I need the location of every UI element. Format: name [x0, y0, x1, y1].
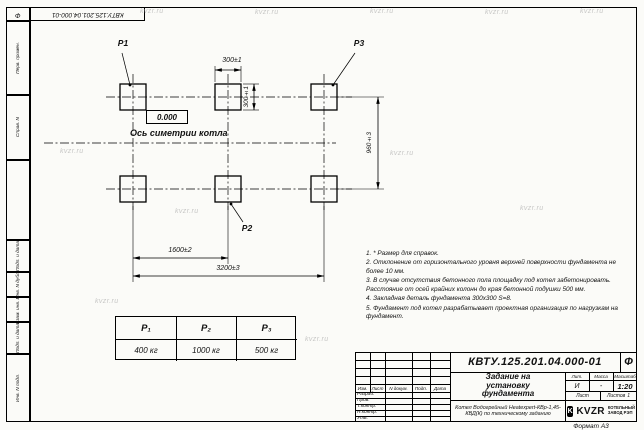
margin-box-inv-dubl: Инв. N дубл. [6, 271, 30, 298]
foundation-pads [119, 83, 338, 203]
load-value-p3: 500 кг [254, 345, 279, 355]
kvzr-watermark: kvzr.ru [140, 8, 164, 15]
col-data: Дата [433, 385, 447, 391]
pad-label-p2: P2 [241, 223, 253, 233]
pad-label-p1: P1 [117, 38, 129, 48]
titleblock-code: Ф [624, 356, 633, 368]
col-podp: Подп. [414, 385, 428, 391]
margin-box-podp-data-1: Подп. и дата [6, 240, 30, 272]
product-name: Котел Водогрейный Heatexpert-КВр-1,45-КВ… [455, 404, 561, 417]
kvzr-watermark: kvzr.ru [60, 148, 84, 155]
dim-pad-height-text: 300±1 [242, 86, 250, 108]
dimension-lines [132, 68, 380, 278]
kvzr-watermark: kvzr.ru [175, 208, 199, 215]
kvzr-logo-sub1: КОТЕЛЬНЫЙ [607, 405, 635, 411]
sheets-cell: Листов 1 [600, 392, 637, 400]
titleblock-designation: КВТУ.125.201.04.000-01 [468, 356, 602, 368]
sheets-value: 1 [627, 393, 630, 399]
load-table-header-p2: P₂ [201, 322, 211, 334]
load-value-p1: 400 кг [134, 345, 158, 355]
note-2: 2. Отклонение от горизонтального уровня … [366, 259, 617, 275]
foundation-pad [119, 83, 147, 111]
symmetry-axis-label: Ось симетрии котла [130, 128, 228, 138]
kvzr-watermark: kvzr.ru [580, 8, 604, 15]
margin-box-perv-primen: Перв. примен. [6, 21, 30, 95]
load-table-header-p3: P₃ [261, 322, 272, 334]
scale-value: 1:20 [617, 381, 633, 391]
kvzr-watermark: kvzr.ru [485, 9, 509, 16]
doc-title: Задание на установку фундамента [481, 371, 535, 399]
kvzr-watermark: kvzr.ru [370, 8, 394, 15]
col-list: Лист [371, 385, 384, 391]
top-code-cell: Ф [6, 7, 30, 21]
kvzr-watermark: kvzr.ru [305, 336, 329, 343]
dim-overall: 3200±3 [216, 265, 240, 272]
load-value-p2: 1000 кг [192, 345, 220, 355]
dim-pad-height: 300±1 [241, 80, 251, 114]
sheet-label: Лист [576, 393, 589, 399]
mass-label: Масса [594, 374, 608, 379]
kvzr-logo-icon: K [567, 405, 574, 417]
elevation-mark: 0.000 [146, 110, 188, 124]
top-designation-cell: КВТУ.125.201.04.000-01 [30, 7, 145, 21]
col-izm: Изм. [357, 385, 368, 391]
foundation-pad [214, 175, 242, 203]
kvzr-logo-text: KVZR [576, 405, 605, 417]
title-block [355, 352, 637, 422]
load-table: P₁ P₂ P₃ 400 кг 1000 кг 500 кг [115, 316, 297, 361]
kvzr-watermark: kvzr.ru [95, 298, 119, 305]
margin-box-inv-podl: Инв. N подл. [6, 354, 30, 422]
note-1: 1. * Размер для справок. [366, 250, 439, 257]
role-nkontr: Н.контр. [357, 410, 378, 415]
mass-value: - [599, 382, 603, 390]
foundation-pad [310, 83, 338, 111]
kvzr-watermark: kvzr.ru [520, 205, 544, 212]
role-utv: Утв. [357, 416, 368, 421]
notes-block: 1. * Размер для справок. 2. Отклонение о… [366, 250, 628, 323]
foundation-pad [119, 175, 147, 203]
margin-box-podp-data-2: Подп. и дата [6, 322, 30, 354]
scale-label: Масштаб [614, 374, 636, 379]
lit-label: Лит. [571, 374, 583, 379]
lit-value: И [574, 382, 580, 390]
kvzr-logo-sub2: ЗАВОД РЭП [607, 410, 633, 415]
drawing-frame [30, 7, 637, 422]
dim-column-spacing: 1600±2 [168, 247, 192, 254]
foundation-pad [310, 175, 338, 203]
kvzr-watermark: kvzr.ru [255, 9, 279, 16]
margin-box-vzam-inv: Взам. инв. N [6, 296, 30, 323]
col-docum: N докум. [389, 385, 408, 391]
margin-box-empty [6, 160, 30, 240]
kvzr-logo: K KVZR КОТЕЛЬНЫЙ ЗАВОД РЭП [567, 401, 635, 421]
centerlines [44, 74, 352, 210]
kvzr-watermark: kvzr.ru [390, 150, 414, 157]
role-razrab: Разраб. [357, 392, 375, 397]
pad-label-p3: P3 [353, 38, 365, 48]
leader-lines [121, 52, 356, 223]
note-3: 3. В случае отсутствия бетонного пола пл… [366, 277, 611, 293]
dim-pad-width: 300±1 [222, 57, 242, 64]
sheets-label: Листов [607, 393, 626, 399]
role-tkontr: Т.контр. [357, 404, 377, 409]
format-note: Формат А3 [573, 422, 609, 430]
dim-row-spacing: 960±3 [364, 118, 374, 168]
dim-row-spacing-text: 960±3 [365, 132, 373, 154]
load-table-header-p1: P₁ [141, 322, 151, 334]
margin-box-sprav-n: Справ. N [6, 95, 30, 160]
foundation-pad [214, 83, 242, 111]
note-4: 4. Закладная деталь фундамента 300х300 S… [366, 295, 512, 303]
role-prov: Пров. [357, 398, 370, 403]
note-5: 5. Фундамент под котел разрабатывает про… [366, 304, 618, 321]
